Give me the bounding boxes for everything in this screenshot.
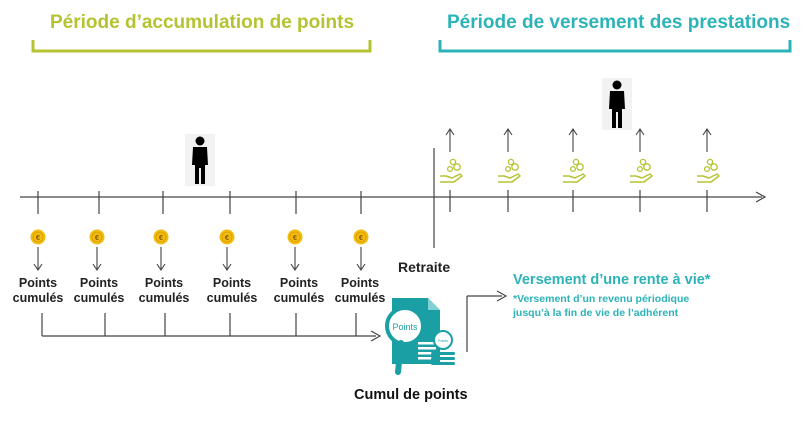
euro-coin-icon: € [30,229,46,245]
arrow-down-icon [92,247,102,271]
hand-coins-icon [563,158,586,183]
points-document-icon: Points Points [385,298,455,375]
arrow-up-icon [702,128,712,152]
accumulation-ticks [37,191,362,214]
arrow-down-icon [222,247,232,271]
svg-text:€: € [95,233,100,242]
svg-text:€: € [225,233,230,242]
euro-coin-icon: € [219,229,235,245]
points-cumules-label: Points cumulés [138,276,190,305]
hand-coins-icon [498,158,521,183]
collector-lines [41,313,376,337]
arrow-down-icon [156,247,166,271]
points-cumules-label: Points cumulés [273,276,325,305]
person-icon [602,78,632,130]
person-icon [185,134,215,186]
document-points-label: Points [392,322,418,332]
payout-bracket [438,40,792,53]
arrow-up-icon [445,128,455,152]
payout-ticks [449,190,708,212]
accumulation-bracket [31,40,372,53]
payout-pointer-arrow [466,290,508,352]
svg-text:€: € [359,233,364,242]
euro-coin-icon: € [153,229,169,245]
points-cumules-label: Points cumulés [206,276,258,305]
euro-coin-icon: € [287,229,303,245]
payout-period-title: Période de versement des prestations [447,12,791,33]
arrow-up-icon [503,128,513,152]
points-cumules-label: Points cumulés [334,276,386,305]
arrow-down-icon [290,247,300,271]
document-small-label: Points [438,339,448,343]
points-cumules-label: Points cumulés [73,276,125,305]
payout-annuity-title: Versement d’une rente à vie* [513,272,711,288]
svg-text:€: € [159,233,164,242]
retirement-label: Retraite [398,259,451,275]
svg-text:€: € [293,233,298,242]
arrow-down-icon [356,247,366,271]
hand-coins-icon [630,158,653,183]
payout-annuity-note: *Versement d’un revenu périodique jusqu’… [513,293,690,319]
arrow-up-icon [635,128,645,152]
points-cumules-label: Points cumulés [12,276,64,305]
timeline-arrowhead [755,191,767,203]
euro-coin-icon: € [353,229,369,245]
arrow-down-icon [33,247,43,271]
accumulation-period-title: Période d’accumulation de points [50,12,355,33]
arrow-up-icon [568,128,578,152]
hand-coins-icon [697,158,720,183]
collector-arrowhead [370,330,382,342]
svg-text:€: € [36,233,41,242]
cumul-points-label: Cumul de points [354,387,468,403]
hand-coins-icon [440,158,463,183]
euro-coin-icon: € [89,229,105,245]
